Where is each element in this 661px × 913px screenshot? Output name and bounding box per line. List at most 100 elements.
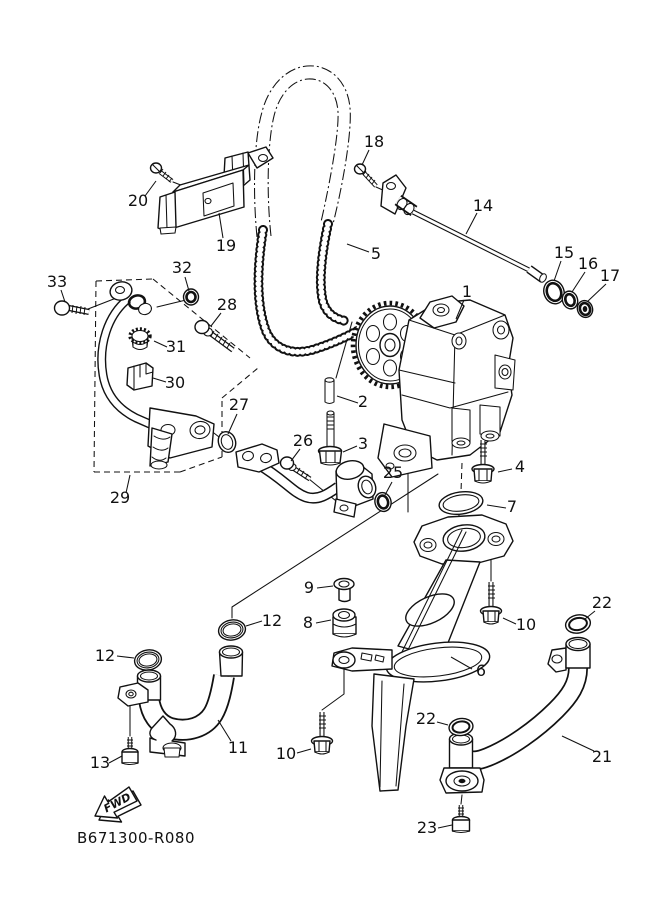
leader-line-17 [587,283,607,302]
callout-22: 22 [416,709,436,728]
callout-21: 21 [592,747,612,766]
leader-line-2 [336,395,359,404]
leader-line-19 [218,212,224,239]
leader-line-33 [60,289,66,303]
leader-line-9 [316,585,334,589]
callout-10: 10 [516,615,536,634]
leader-line-20 [144,180,157,197]
callout-6: 6 [476,661,486,680]
part-1-oil-pump [350,295,516,478]
part-31-spline-bush [128,327,152,351]
callout-3: 3 [358,434,368,453]
leader-line-29 [125,474,131,494]
callout-7: 7 [507,497,517,516]
callout-28: 28 [217,295,237,314]
leader-line-26 [290,448,301,462]
callout-10: 10 [276,744,296,763]
part-code: B671300-R080 [77,829,195,847]
part-21-oil-pipe [439,636,591,794]
leader-line-16 [571,271,586,293]
leader-line-1 [455,299,465,320]
leader-line-8 [315,619,332,624]
leader-line-5 [346,243,370,253]
part-32-washer [182,288,200,306]
callout-8: 8 [303,613,313,632]
part-24-oil-pipe [235,443,377,518]
callout-5: 5 [371,244,381,263]
part-19-bracket [157,146,274,235]
part-27-oring [217,430,237,454]
part-8-grommet [332,608,357,638]
part-6-oil-strainer [331,514,514,792]
callout-20: 20 [128,191,148,210]
part-4-bolt [471,440,495,484]
callout-16: 16 [578,254,598,273]
part-22-oring-bottom [448,717,474,737]
callout-22: 22 [592,593,612,612]
leader-line-15 [553,260,562,282]
part-14-gauge-rod [380,174,547,283]
part-12-oring-left [133,649,163,671]
callout-29: 29 [110,488,130,507]
leader-line-32 [184,276,190,292]
callout-17: 17 [600,266,620,285]
leader-line-12 [116,655,135,659]
callout-32: 32 [172,258,192,277]
part-10-bolt-right [479,582,503,625]
callout-30: 30 [165,373,185,392]
part-29-pipe-assembly [97,281,215,470]
part-30-damper-block [126,362,154,391]
callout-25: 25 [383,463,403,482]
leader-line-22 [436,721,449,726]
leader-line-4 [497,468,513,473]
leader-line-30 [152,377,167,383]
leader-line-13 [108,755,123,764]
part-18-screw [353,163,378,188]
callout-12: 12 [262,611,282,630]
part-3-stud-bolt [317,410,343,466]
leader-line-10 [296,748,312,754]
callout-23: 23 [417,818,437,837]
callout-2: 2 [358,392,368,411]
leader-line-21 [561,735,595,752]
callout-18: 18 [364,132,384,151]
part-20-screw [149,162,174,183]
dashed-assembly-box [93,278,259,473]
part-26-bolt [279,456,312,482]
leader-line-14 [465,212,478,235]
callout-26: 26 [293,431,313,450]
callout-19: 19 [216,236,236,255]
part-17-seal [576,299,594,319]
callout-14: 14 [473,196,493,215]
part-13-bolt [121,737,139,766]
part-10-bolt-left [310,712,334,755]
callout-33: 33 [47,272,67,291]
leader-line-31 [153,340,168,348]
leader-line-27 [227,413,238,435]
callout-11: 11 [228,738,248,757]
part-11-oil-pipe [117,645,244,758]
part-33-bolt [53,300,90,316]
callout-27: 27 [229,395,249,414]
part-12-oring-right [217,619,247,641]
leader-line-12 [245,620,263,627]
part-23-bolt [451,805,471,834]
leader-line-3 [342,445,358,453]
part-2-pin [324,377,335,405]
callout-13: 13 [90,753,110,772]
part-28-bolt [194,319,235,353]
leader-line-10 [502,617,517,625]
leader-line-11 [217,719,232,742]
callout-15: 15 [554,243,574,262]
callout-4: 4 [515,457,525,476]
part-5-chain [253,65,366,357]
leader-line-28 [210,312,222,327]
part-16-washer [561,290,579,310]
leader-line-6 [450,656,473,670]
part-22-oring-top [564,614,592,634]
part-9-collar [333,577,355,603]
leader-line-7 [486,504,507,509]
